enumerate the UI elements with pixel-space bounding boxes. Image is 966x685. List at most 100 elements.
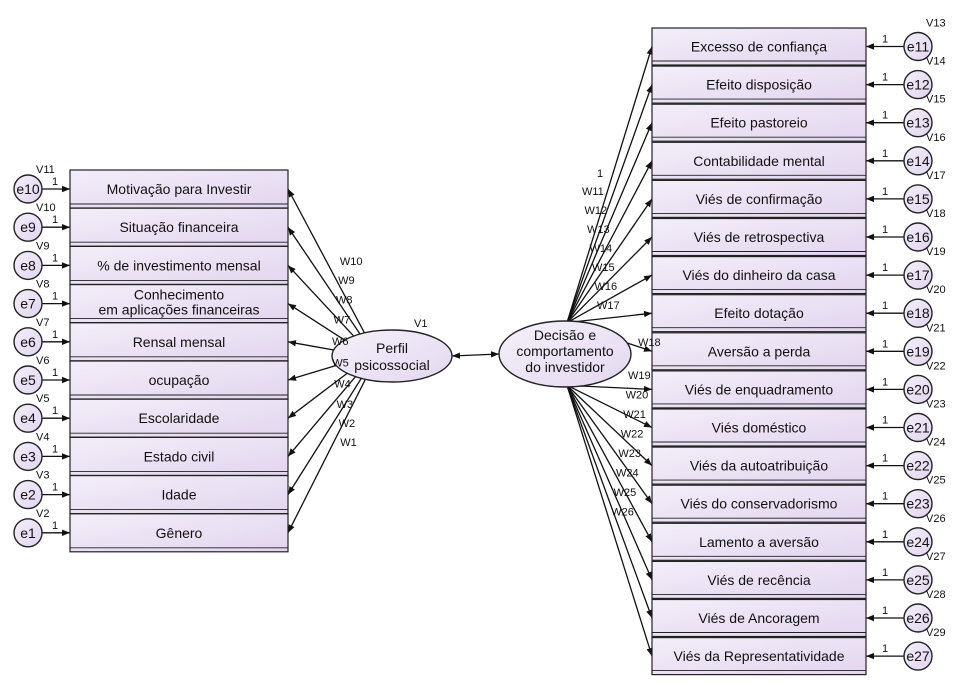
error-node-e23: e23 — [903, 489, 933, 519]
weight-label: W13 — [587, 224, 610, 236]
loading-arrow-W8 — [287, 264, 362, 345]
right-indicator-16: Viés de Ancoragem — [651, 598, 867, 638]
error-circle — [903, 641, 933, 671]
indicator-label: Viés doméstico — [712, 420, 807, 436]
indicator-box — [651, 141, 867, 180]
error-circle — [903, 603, 933, 633]
indicator-label: Viés da Representatividade — [674, 648, 845, 664]
indicator-label: Rensal mensal — [133, 334, 226, 350]
variance-label: V11 — [36, 164, 55, 176]
indicator-box — [69, 475, 289, 515]
indicator-label: Viés de confirmação — [696, 191, 823, 207]
indicator-label: Estado civil — [144, 448, 215, 464]
error-circle — [903, 184, 933, 214]
error-circle — [903, 450, 933, 481]
indicator-box — [651, 65, 867, 104]
variance-label: V21 — [926, 322, 946, 334]
loading-arrow-W26 — [566, 385, 653, 657]
weight-label: W4 — [334, 379, 351, 391]
error-label: e12 — [906, 77, 930, 93]
error-node-e12: e12 — [903, 69, 933, 100]
right-indicator-10: Viés de enquadramento — [651, 370, 867, 409]
fixed-loading-label: 1 — [882, 148, 888, 160]
variance-label: V5 — [36, 393, 49, 405]
error-circle — [903, 31, 933, 62]
error-label: e17 — [906, 267, 930, 283]
error-circle — [903, 489, 933, 519]
fixed-loading-label: 1 — [882, 300, 888, 312]
indicator-box — [651, 636, 867, 676]
error-label: e4 — [20, 410, 36, 426]
error-circle — [903, 298, 933, 328]
error-node-e21: e21 — [903, 412, 933, 443]
latent-covariance-arrow — [451, 351, 500, 359]
variance-label: V22 — [926, 360, 946, 372]
variance-label: V8 — [36, 279, 49, 291]
error-node-e16: e16 — [903, 222, 933, 252]
indicator-box — [651, 446, 867, 485]
fixed-loading-label: 1 — [52, 405, 58, 417]
weight-label: W18 — [638, 337, 661, 349]
fixed-loading-label: 1 — [882, 34, 888, 46]
weight-label: W8 — [336, 294, 353, 306]
indicator-box — [651, 294, 867, 333]
fixed-loading-label: 1 — [52, 214, 58, 226]
error-label: e10 — [16, 181, 40, 197]
error-label: e5 — [20, 372, 36, 388]
indicator-box — [69, 322, 289, 362]
error-label: e14 — [906, 153, 930, 169]
latent-ellipse — [331, 329, 453, 383]
loading-arrow-W25 — [566, 385, 653, 619]
fixed-loading-label: 1 — [882, 605, 888, 617]
indicator-label: Gênero — [156, 525, 203, 541]
loading-arrow-W9 — [287, 226, 366, 343]
loading-arrow-W15 — [566, 236, 653, 324]
weight-label: 1 — [597, 168, 603, 180]
indicator-label: Efeito disposição — [706, 77, 812, 93]
indicator-box — [69, 398, 289, 438]
loading-arrow-W14 — [566, 198, 653, 324]
error-label: e6 — [20, 334, 36, 350]
weight-label: W12 — [585, 205, 608, 217]
error-label: e22 — [906, 458, 930, 474]
variance-label: V6 — [36, 355, 49, 367]
weight-label: W2 — [339, 418, 356, 430]
loading-arrow-W23 — [566, 385, 653, 543]
error-label: e19 — [906, 343, 930, 359]
error-node-e1: e1 — [13, 518, 43, 548]
error-label: e2 — [20, 487, 36, 503]
fixed-loading-label: 1 — [882, 491, 888, 503]
variance-label: V27 — [926, 551, 946, 563]
right-indicator-4: Contabilidade mental — [651, 141, 867, 180]
indicator-box — [651, 27, 867, 66]
error-circle — [13, 327, 43, 357]
error-circle — [13, 441, 43, 472]
error-circle — [903, 565, 933, 595]
weight-label: W16 — [595, 281, 618, 293]
loading-arrow-W21 — [566, 384, 653, 467]
weight-label: W1 — [340, 437, 357, 449]
fixed-loading-label: 1 — [52, 291, 58, 303]
indicator-box — [651, 179, 867, 218]
error-node-e2: e2 — [13, 479, 43, 510]
right-indicator-9: Aversão a perda — [651, 332, 867, 371]
error-node-e15: e15 — [903, 184, 933, 214]
indicator-box — [69, 436, 289, 476]
error-circle — [903, 412, 933, 443]
error-circle — [903, 146, 933, 176]
left-indicator-7: Escolaridade — [69, 398, 289, 438]
fixed-loading-label: 1 — [882, 415, 888, 427]
weight-label: W10 — [340, 256, 363, 268]
error-circle — [903, 107, 933, 138]
left-indicator-5: Rensal mensal — [69, 322, 289, 362]
right-indicator-15: Viés de recência — [651, 560, 867, 600]
weight-label: W24 — [616, 468, 639, 480]
variance-label: V3 — [36, 470, 49, 482]
variance-label: V19 — [926, 246, 946, 258]
indicator-label: Situação financeira — [119, 219, 238, 235]
latent-variance-label: V1 — [414, 318, 427, 330]
right-indicator-14: Lamento a aversão — [651, 522, 867, 561]
